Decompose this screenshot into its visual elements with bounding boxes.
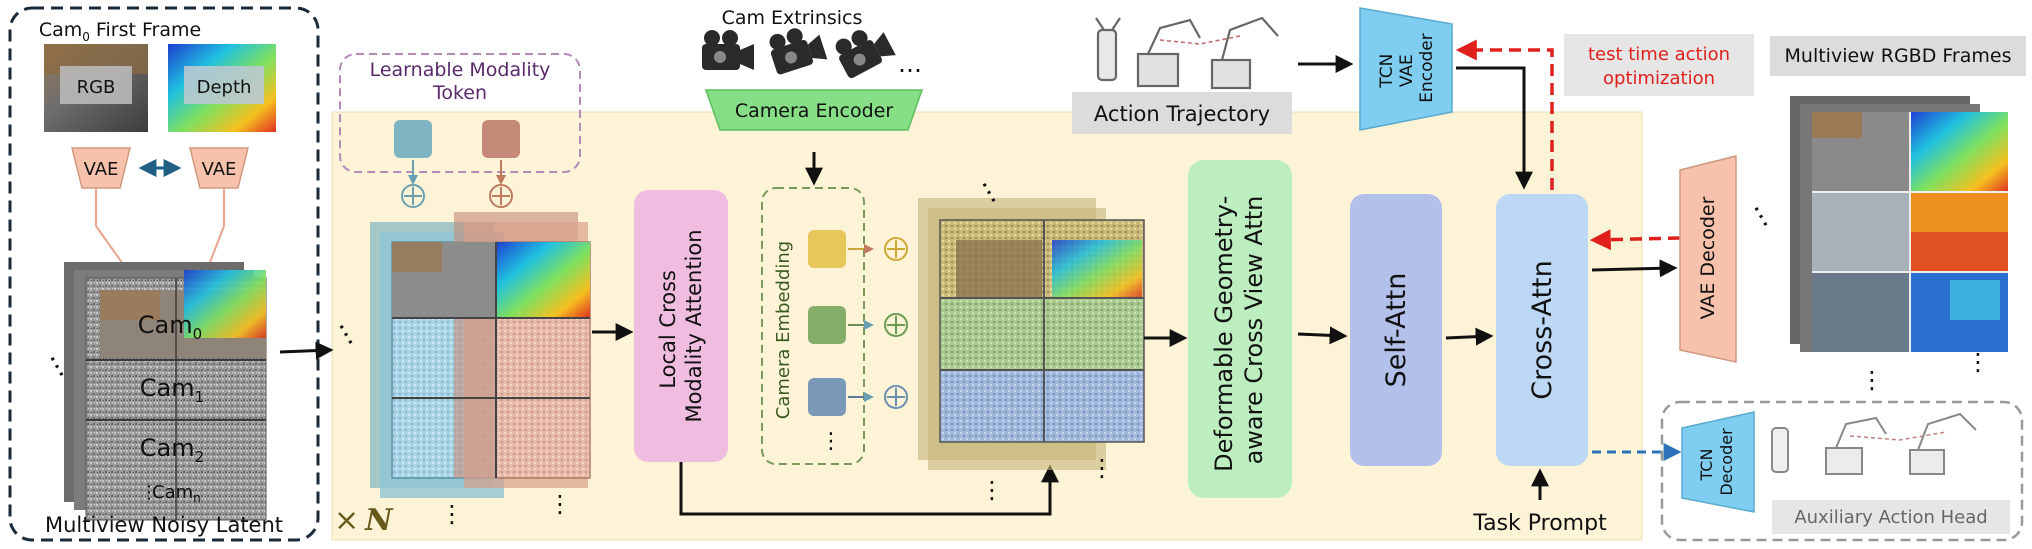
rgbd-frames-stack [1790,96,2008,352]
rgbd-vertical-dots-1: ⋮ [1860,366,1884,394]
vae-encoder-rgb [71,147,131,189]
vertical-dots-cam-1: ⋮ [980,476,1004,504]
rgb-label: RGB [77,77,116,98]
vae-left-label: VAE [84,159,119,180]
aux-robot-arm-icons [1771,412,1977,475]
camera-icon [702,30,754,70]
self-attn-block [1350,194,1442,466]
vae-decoder-label: VAE Decoder [1697,196,1719,319]
cam0-label: Cam0 [138,311,202,343]
depth-modality-token [482,120,520,158]
cameras-ellipsis: … [898,50,922,78]
deformable-cross-view-attn-block [1188,160,1292,498]
learnable-token-label-2: Token [432,82,487,104]
camera-embedding-label: Camera Embedding [773,241,794,419]
multiview-noisy-latent-panel: Cam0 First Frame RGB Depth VAE VAE [8,6,320,542]
multiview-noisy-latent-caption: Multiview Noisy Latent [45,513,283,537]
arrow-self-to-cross [1445,327,1494,346]
latent-stack [64,262,267,521]
arrow-cross-to-vae-decoder [1591,259,1678,278]
vae-decoder-block [1679,155,1737,363]
cam-extrinsics-label: Cam Extrinsics [722,7,863,29]
camera-embedding-token-1 [808,230,846,268]
test-time-label-box [1564,34,1754,96]
repeat-n-label: ×N [334,503,394,538]
rgbd-ellipsis: … [1747,195,1786,233]
first-frame-title: Cam0 First Frame [39,19,201,44]
test-time-label-2: optimization [1603,68,1715,89]
multiview-rgbd-label: Multiview RGBD Frames [1785,45,2012,67]
skip-connection-arrow [679,462,1059,516]
rgbd-vertical-dots-2: ⋮ [1966,348,1990,376]
depth-label: Depth [197,77,252,98]
multiview-rgbd-label-box [1770,36,2026,76]
plus-icon [489,184,513,208]
tcn-decoder-block [1681,411,1755,513]
camera-encoder-block [704,89,924,131]
vertical-dots-modality-1: ⋮ [440,500,464,528]
cam-n-label: Camn [152,482,201,505]
cam2-label: Cam2 [140,434,204,466]
arrow-encoder-to-cross [1456,66,1533,190]
action-trajectory-label-box [1072,92,1292,134]
modality-latent-stack [370,212,591,498]
camera-icon [835,30,896,79]
rgb-thumbnail: RGB [44,44,148,132]
tcn-decoder-label: TCN Decoder [1697,428,1736,496]
local-cross-label: Local Cross Modality Attention [656,229,706,422]
auxiliary-action-head-group [1660,400,2024,542]
plus-icon [884,313,908,337]
tcn-vae-encoder-block [1359,7,1453,131]
test-time-optimization-arrow [1455,39,1554,190]
tcn-vae-encoder-label: TCN VAE Encoder [1377,33,1437,103]
aux-head-label-box [1772,500,2010,534]
arrow-deformable-to-self [1297,326,1348,345]
vertical-dots-left: ⋮ [140,482,158,503]
camera-icon [769,28,828,75]
aux-head-label: Auxiliary Action Head [1794,507,1987,528]
learnable-modality-token-group: Learnable Modality Token [339,53,581,173]
camera-embedding-token-2 [808,306,846,344]
vae-right-label: VAE [202,159,237,180]
plus-icon [884,237,908,261]
cross-attn-block [1496,194,1588,466]
action-trajectory-label: Action Trajectory [1094,102,1270,126]
vertical-dots-modality-2: ⋮ [548,490,572,518]
plus-icon [884,385,908,409]
learnable-token-label-1: Learnable Modality [370,59,551,81]
robot-arm-icons [1095,16,1279,90]
camera-conditioned-stack [918,198,1145,470]
self-attn-label: Self-Attn [1381,273,1412,388]
vertical-dots-cam-2: ⋮ [1090,454,1114,482]
depth-thumbnail: Depth [168,44,276,132]
camera-embedding-group [761,187,865,465]
deformable-label: Deformable Geometry- aware Cross View At… [1210,188,1268,472]
task-prompt-label: Task Prompt [1472,511,1607,536]
camera-embedding-token-3 [808,378,846,416]
vae-encoder-depth [189,147,249,189]
plus-icon [401,184,425,208]
test-time-label-1: test time action [1588,44,1730,65]
cam1-label: Cam1 [140,374,204,406]
local-cross-modality-attention-block [634,190,728,462]
arrow-latent-to-stack [279,341,334,360]
cross-attn-label: Cross-Attn [1527,260,1558,399]
rgbd-feedback-arrow [1589,229,1681,251]
rgb-modality-token [394,120,432,158]
camera-encoder-label: Camera Encoder [735,100,893,122]
embedding-vertical-dots: ⋮ [820,429,842,454]
